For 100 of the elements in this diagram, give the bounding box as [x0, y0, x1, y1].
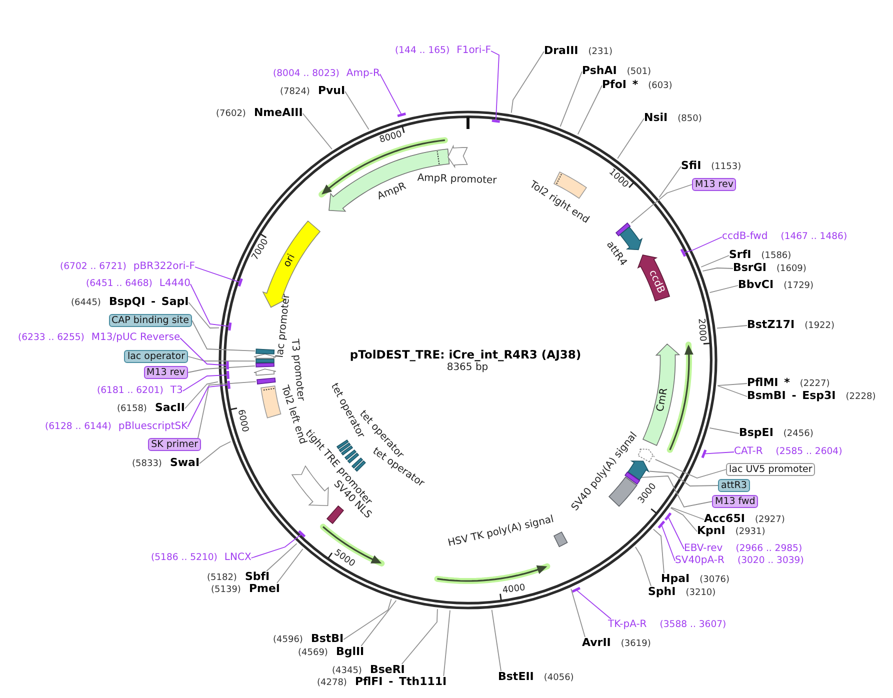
enzyme-site-label: (4596) BstBI [273, 633, 344, 646]
leader-line [188, 356, 256, 362]
enzyme-site-label: (7602) NmeAIII [216, 107, 303, 120]
leader-line [658, 520, 676, 562]
leader-line [510, 51, 544, 114]
leader-line [360, 600, 397, 646]
enzyme-site-label: (5139) PmeI [211, 583, 280, 596]
leader-line [680, 236, 722, 258]
enzyme-site-label: SphI (3210) [648, 586, 716, 599]
leader-line [266, 543, 298, 572]
plasmid-length: 8365 bp [446, 362, 488, 374]
enzyme-site-label: (6158) SacII [117, 402, 185, 415]
scale-label: 2000 [695, 318, 706, 342]
leader-line [187, 380, 230, 428]
enzyme-site-label: BbvCI (1729) [738, 279, 814, 292]
primer-label: EBV-rev (2966 .. 2985) [684, 543, 802, 555]
primer-label: (6451 .. 6468) L4440 [86, 278, 190, 290]
directional-feature [328, 148, 450, 212]
enzyme-site-label: BsrGI (1609) [733, 262, 806, 275]
leader-line [670, 508, 698, 532]
leader-line [401, 608, 438, 664]
leader-line [490, 50, 500, 123]
feature-mark [256, 376, 276, 385]
leader-line [182, 370, 230, 392]
enzyme-site-label: SfiI (1153) [681, 160, 742, 173]
leader-line [190, 284, 232, 331]
feature-label: HSV TK poly(A) signal [446, 514, 556, 550]
leader-line [635, 546, 652, 586]
leader-line [379, 74, 406, 118]
feature-tag: attR3 [718, 479, 750, 492]
feature-tag: lac UV5 promoter [726, 463, 816, 476]
feature-label: ccdB [646, 268, 666, 296]
feature-label: ori [281, 252, 298, 270]
primer-label: (6181 .. 6201) T3 [97, 385, 183, 397]
feature-tag: M13 rev [692, 178, 736, 191]
feature-tag: CAP binding site [108, 314, 192, 327]
feature-label: AmpR promoter [417, 172, 497, 188]
directional-feature [637, 448, 656, 463]
primer-label: (144 .. 165) F1ori-F [395, 45, 492, 57]
feature-tag: SK primer [148, 438, 201, 451]
leader-line [717, 385, 748, 397]
plasmid-name: pTolDEST_TRE: iCre_int_R4R3 (AJ38) [350, 348, 582, 362]
leader-line [702, 268, 734, 272]
enzyme-site-label: (5833) SwaI [132, 457, 200, 470]
leader-line [700, 255, 730, 268]
enzyme-site-label: (4345) BseRI [332, 664, 405, 677]
leader-line [188, 302, 220, 328]
enzyme-site-label: BsmBI - Esp3I (2228) [747, 390, 876, 403]
leader-line [343, 598, 392, 640]
enzyme-site-label: SrfI (1586) [729, 249, 792, 262]
enzyme-site-label: (4569) BglII [298, 646, 364, 659]
leader-line [654, 458, 726, 478]
primer-label: SV40pA-R (3020 .. 3039) [675, 555, 804, 567]
leader-line [184, 381, 218, 409]
leader-line [570, 588, 586, 638]
leader-line [709, 427, 740, 434]
primer-label: (6233 .. 6255) M13/pUC Reverse [18, 332, 180, 344]
directional-feature [253, 353, 277, 360]
feature-mark [255, 348, 276, 355]
directional-feature [447, 144, 468, 168]
enzyme-site-label: KpnI (2931) [697, 525, 766, 538]
enzyme-site-label: (6445) BspQI - SapI [71, 296, 189, 309]
feature-label: CmR [656, 387, 672, 412]
feature-label: AmpR [376, 180, 408, 204]
primer-label: ccdB-fwd (1467 .. 1486) [722, 231, 848, 243]
leader-line [344, 91, 370, 130]
primer-label: (6702 .. 6721) pBR322ori-F [60, 261, 196, 273]
enzyme-site-label: (4278) PflFI - Tth111I [317, 676, 447, 689]
enzyme-site-label: PflMI * (2227) [747, 377, 830, 390]
primer-label: (5186 .. 5210) LNCX [151, 552, 252, 564]
feature-block [260, 385, 282, 420]
leader-line [577, 85, 602, 135]
feature-mark [326, 504, 345, 524]
leader-line [560, 71, 582, 127]
enzyme-site-label: HpaI (3076) [661, 573, 730, 586]
leader-line [709, 285, 738, 293]
primer-label: CAT-R (2585 .. 2604) [734, 446, 842, 458]
directional-feature [626, 460, 650, 481]
enzyme-site-label: PfoI * (603) [602, 79, 672, 92]
enzyme-site-label: BstZ17I (1922) [747, 319, 835, 332]
leader-line [198, 381, 256, 438]
leader-line [572, 586, 612, 620]
enzyme-site-label: PshAI (501) [582, 65, 652, 78]
directional-feature [636, 254, 670, 302]
scale-label: 4000 [502, 584, 526, 596]
primer-label: (6128 .. 6144) pBluescriptSK [45, 421, 188, 433]
leader-line [250, 530, 306, 558]
feature-block [552, 531, 568, 548]
leader-line [180, 338, 229, 370]
scale-label: 6000 [234, 409, 248, 434]
enzyme-site-label: Acc65I (2927) [704, 513, 785, 526]
leader-line [664, 512, 684, 550]
leader-line [652, 528, 664, 574]
enzyme-site-label: AvrII (3619) [582, 637, 651, 650]
enzyme-site-label: BspEI (2456) [739, 427, 814, 440]
leader-line [670, 506, 704, 520]
leader-line [194, 266, 243, 287]
feature-label: lac promoter [274, 294, 292, 358]
feature-tag: M13 rev [144, 366, 188, 379]
enzyme-site-label: (7824) PvuI [280, 85, 346, 98]
